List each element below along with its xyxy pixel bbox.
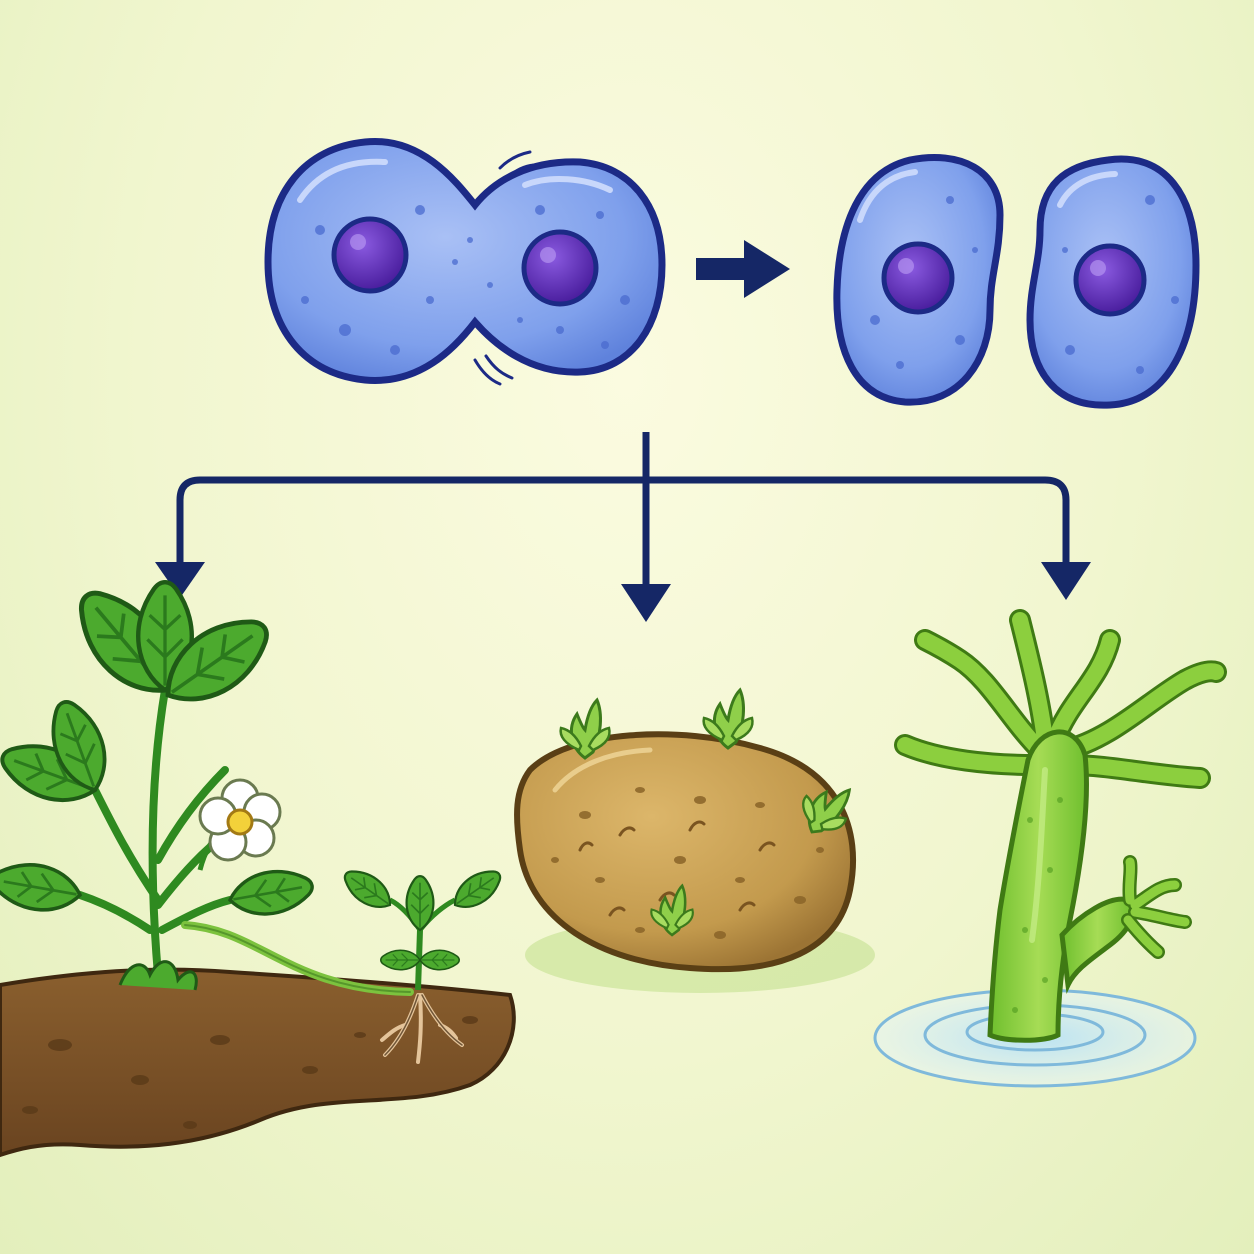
dividing-cell-icon [264, 138, 666, 386]
sprouting-potato-icon [514, 688, 875, 993]
daughter-cells-icon [833, 153, 1200, 409]
flower-icon [198, 778, 282, 862]
branch-arrowheads [155, 562, 1091, 622]
hydra-icon [873, 609, 1227, 1088]
stage-arrow [696, 240, 790, 298]
strawberry-plant-icon [0, 577, 516, 1158]
runner-plantlet-icon [337, 862, 508, 1064]
branch-arrows [176, 432, 1070, 588]
